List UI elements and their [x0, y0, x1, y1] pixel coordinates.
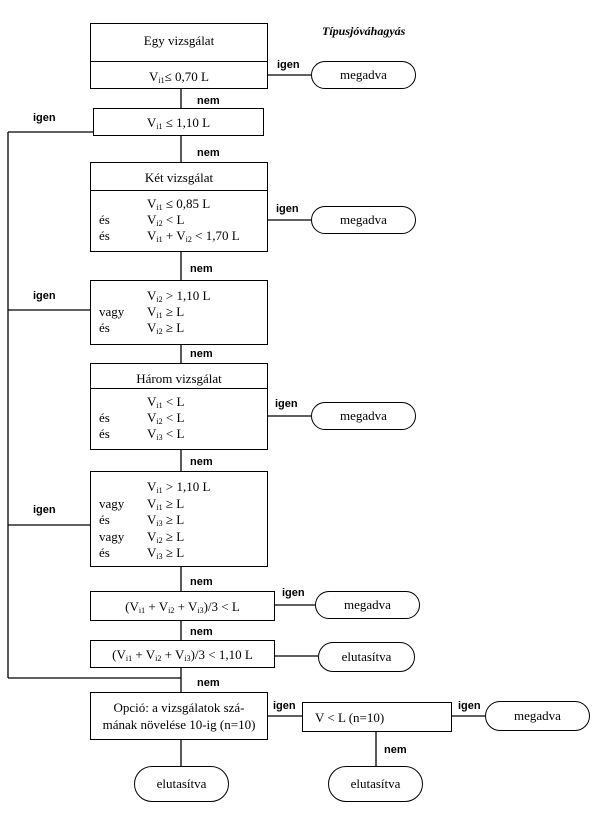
two-tests-header: Két vizsgálat: [144, 170, 214, 185]
approved-oval: megadva: [315, 591, 420, 619]
yes-label: igen: [282, 587, 305, 599]
condition-text: Vi2 ≥ L: [147, 320, 185, 336]
conjunction-label: vagy: [99, 304, 125, 319]
yes-label: igen: [33, 504, 56, 516]
average-condition: (Vi1 + Vi2 + Vi3)/3 < L: [125, 599, 240, 615]
one-test-limit-box: Vi1 ≤ 1,10 L: [93, 108, 264, 136]
conjunction-label: és: [99, 410, 110, 425]
one-test-header: Egy vizsgálat: [143, 33, 215, 48]
conjunction-label: és: [99, 545, 110, 560]
option-box: Opció: a vizsgálatok szá- mának növelése…: [90, 692, 268, 740]
average-limit-box: (Vi1 + Vi2 + Vi3)/3 < 1,10 L: [90, 640, 275, 668]
diagram-title: Típusjóváhagyás: [322, 24, 406, 38]
rejected-oval: elutasítva: [134, 766, 229, 802]
conjunction-label: és: [99, 228, 110, 243]
rejected-oval: elutasítva: [318, 642, 415, 672]
one-test-condition: Vi1≤ 0,70 L: [149, 69, 209, 85]
no-label: nem: [197, 677, 220, 689]
approved-oval: megadva: [311, 206, 416, 234]
approved-oval: megadva: [485, 701, 590, 731]
yes-label: igen: [33, 290, 56, 302]
no-label: nem: [190, 626, 213, 638]
condition-text: Vi1 < L: [147, 394, 185, 410]
one-test-limit-condition: Vi1 ≤ 1,10 L: [146, 115, 211, 131]
no-label: nem: [190, 348, 213, 360]
option-line-2: mának növelése 10-ig (n=10): [102, 717, 256, 732]
three-tests-header: Három vizsgálat: [136, 371, 222, 386]
condition-text: Vi1 ≤ 0,85 L: [147, 196, 211, 212]
rejected-oval: elutasítva: [328, 766, 423, 802]
conjunction-label: és: [99, 426, 110, 441]
condition-text: Vi1 + Vi2 < 1,70 L: [147, 228, 240, 244]
no-label: nem: [197, 95, 220, 107]
yes-label: igen: [277, 59, 300, 71]
yes-label: igen: [275, 398, 298, 410]
yes-label: igen: [276, 203, 299, 215]
condition-text: Vi1 ≥ L: [147, 495, 185, 512]
condition-text: Vi3 ≥ L: [147, 545, 185, 561]
condition-text: Vi2 ≥ L: [147, 528, 185, 545]
condition-text: Vi2 < L: [147, 410, 185, 426]
condition-text: Vi3 ≥ L: [147, 512, 185, 528]
approved-oval: megadva: [311, 402, 416, 430]
yes-label: igen: [33, 112, 56, 124]
condition-text: Vi2 > 1,10 L: [147, 288, 211, 304]
ten-tests-condition: V < L (n=10): [315, 710, 385, 725]
average-limit-condition: (Vi1 + Vi2 + Vi3)/3 < 1,10 L: [112, 647, 253, 663]
no-label: nem: [197, 147, 220, 159]
condition-text: Vi3 < L: [147, 426, 185, 442]
no-label: nem: [190, 456, 213, 468]
condition-text: Vi2 < L: [147, 212, 185, 228]
conjunction-label: és: [99, 320, 110, 335]
no-label: nem: [190, 263, 213, 275]
one-test-box: Egy vizsgálat Vi1≤ 0,70 L: [90, 23, 268, 89]
condition-text: Vi1 > 1,10 L: [147, 479, 211, 495]
yes-label: igen: [273, 700, 296, 712]
ten-tests-box: V < L (n=10): [302, 702, 452, 732]
approved-oval: megadva: [311, 61, 416, 89]
two-tests-reject-box: Vi2 > 1,10 L vagy Vi1 ≥ L és Vi2 ≥ L: [90, 280, 268, 345]
condition-text: Vi1 ≥ L: [147, 304, 185, 320]
no-label: nem: [190, 576, 213, 588]
no-label: nem: [384, 744, 407, 756]
yes-label: igen: [458, 700, 481, 712]
conjunction-label: vagy: [99, 495, 125, 511]
conjunction-label: és: [99, 212, 110, 227]
conjunction-label: vagy: [99, 528, 125, 544]
conjunction-label: és: [99, 512, 110, 527]
option-line-1: Opció: a vizsgálatok szá-: [113, 700, 245, 715]
average-box: (Vi1 + Vi2 + Vi3)/3 < L: [90, 591, 275, 621]
